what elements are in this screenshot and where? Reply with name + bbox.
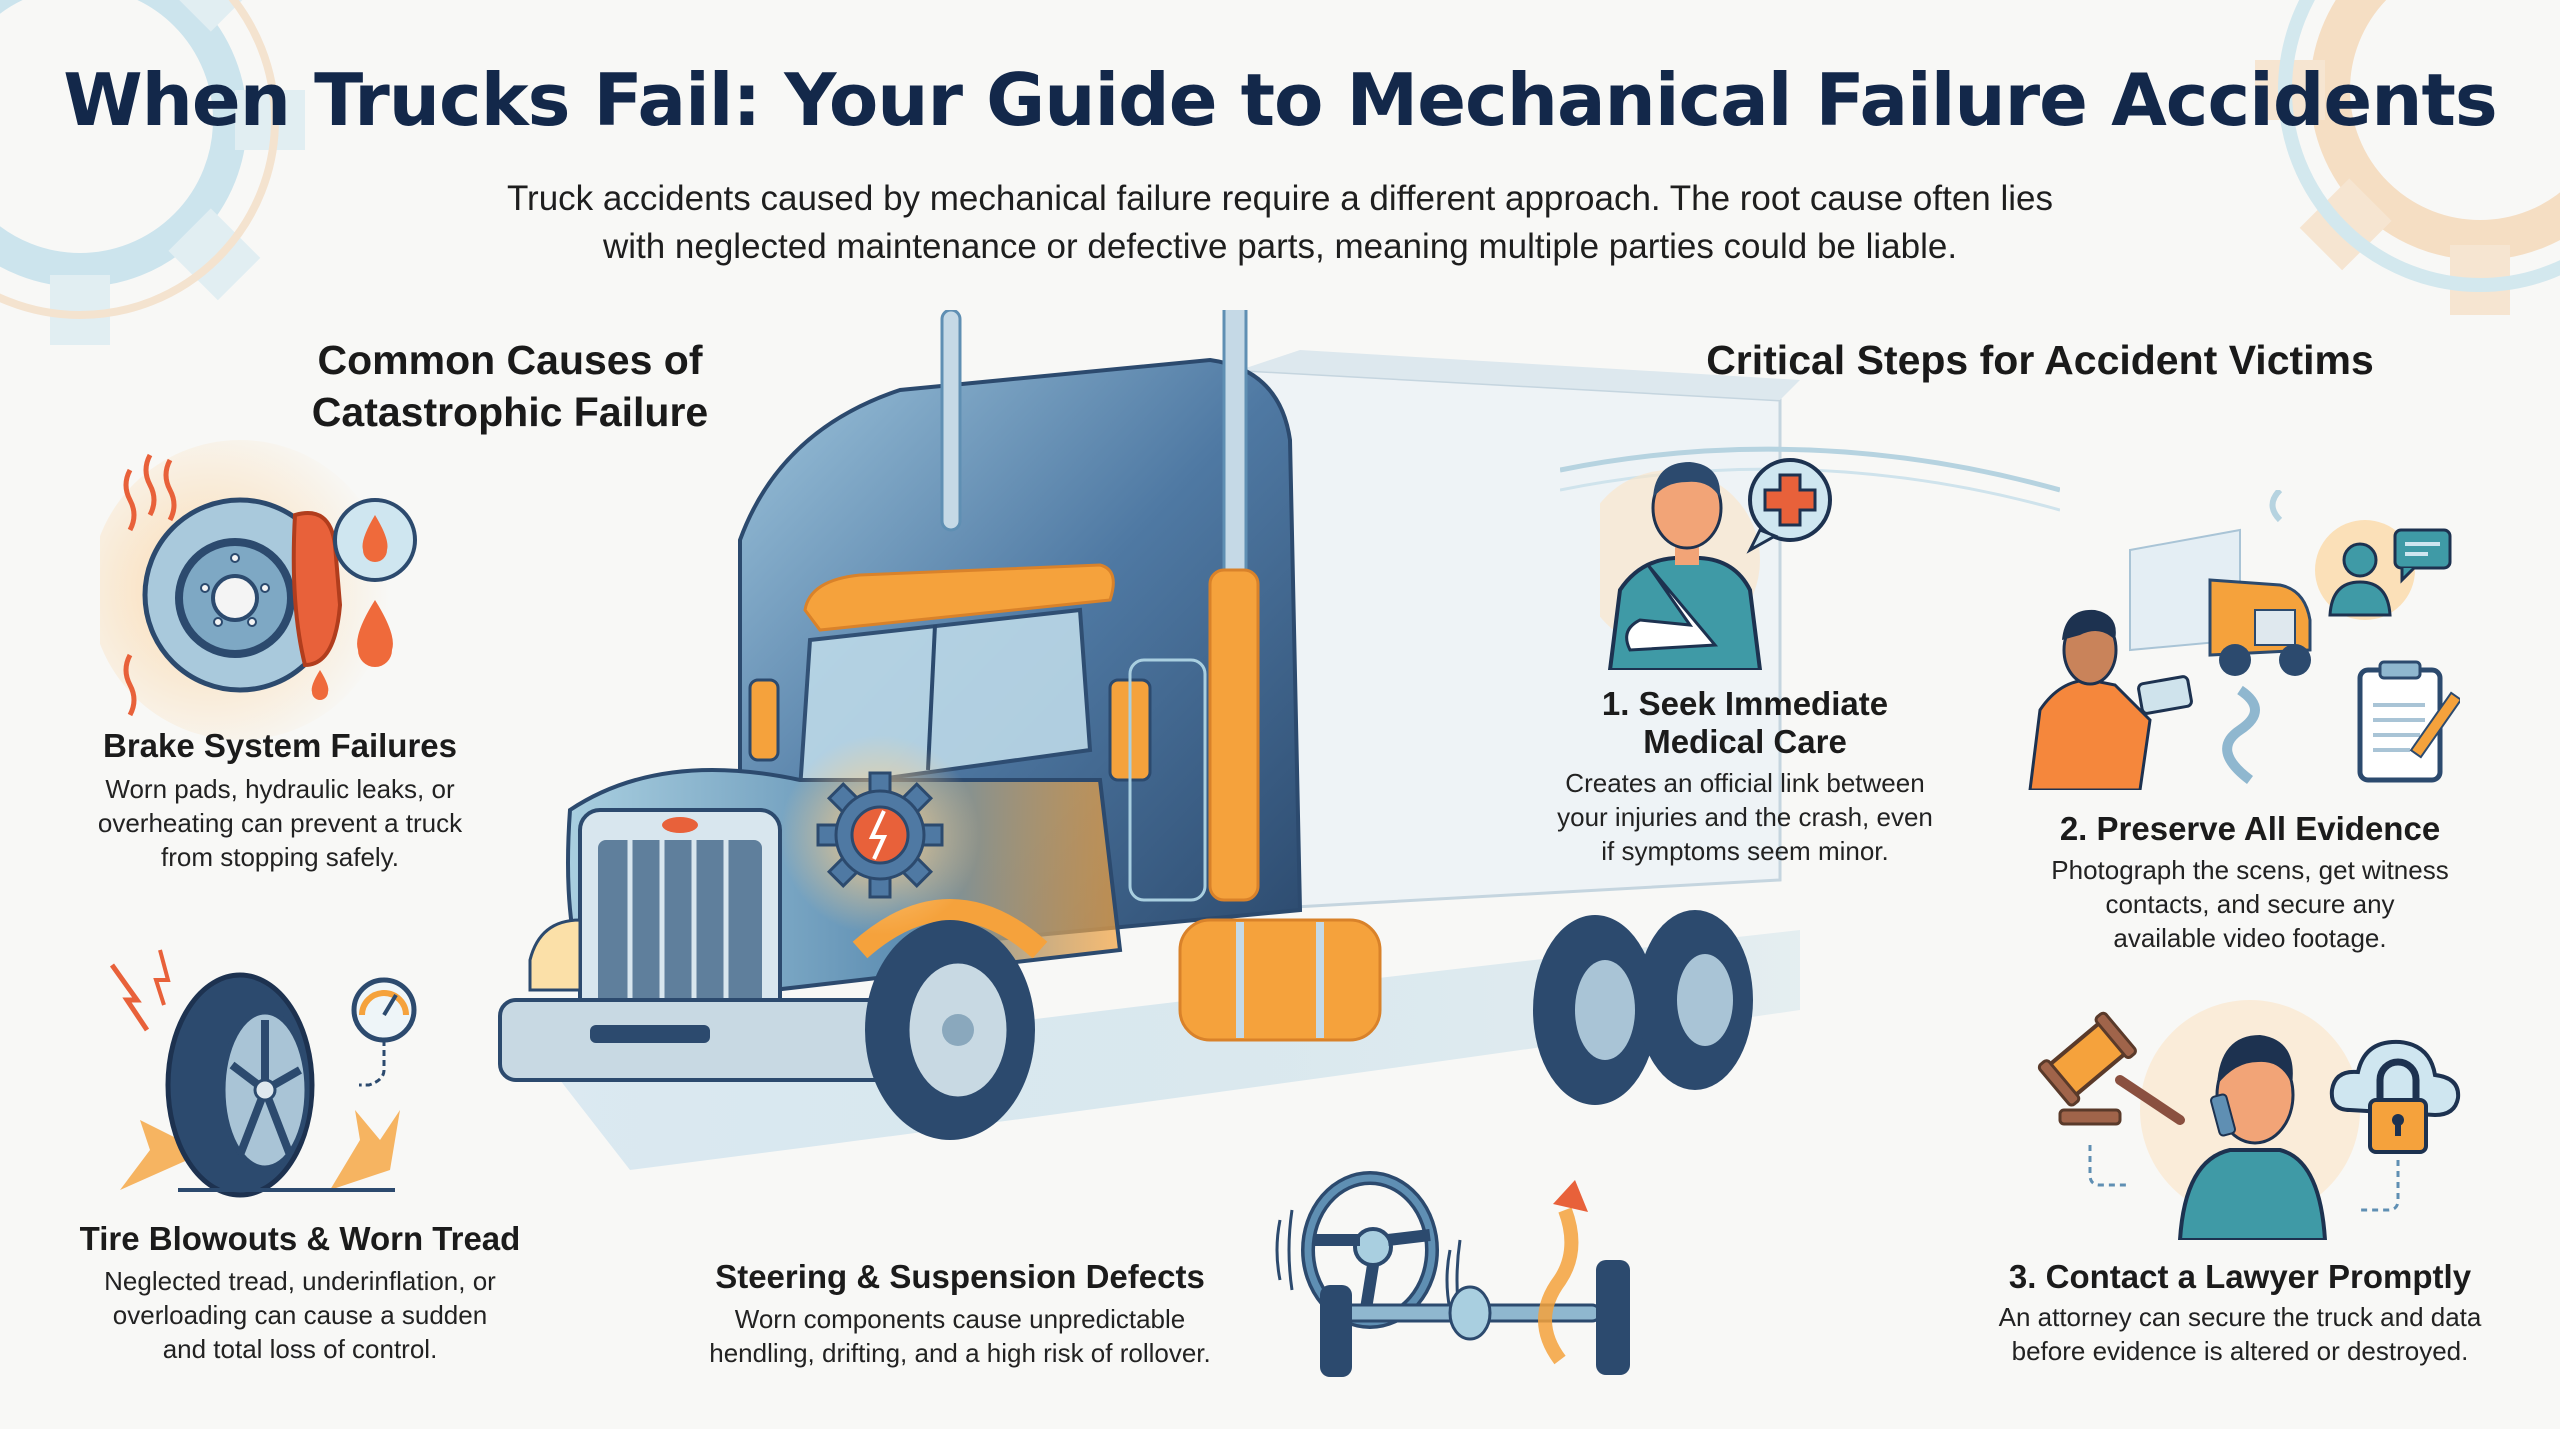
step-title: 1. Seek Immediate Medical Care	[1520, 685, 1970, 761]
tire-blowout-icon	[109, 949, 417, 1198]
subtitle-line-1: Truck accidents caused by mechanical fai…	[506, 179, 2054, 218]
cause-title: Brake System Failures	[102, 727, 458, 764]
cause-description: Worn components cause unpredictable hend…	[660, 1302, 1260, 1370]
desc-line: before evidence is altered or destroyed.	[2011, 1336, 2469, 1366]
desc-line: hendling, drifting, and a high risk of r…	[709, 1338, 1211, 1368]
desc-line: available video footage.	[2113, 923, 2387, 953]
step-description: Creates an official link between your in…	[1510, 766, 1980, 868]
desc-line: contacts, and secure any	[2105, 889, 2395, 919]
causes-heading-line-1: Common Causes of	[317, 337, 703, 383]
background-gear-left-icon	[0, 0, 305, 345]
desc-line: Neglected tread, underinflation, or	[104, 1266, 496, 1296]
desc-line: from stopping safely.	[161, 842, 399, 872]
injured-person-medical-icon	[1600, 458, 1832, 670]
desc-line: overheating can prevent a truck	[97, 808, 463, 838]
causes-heading: Common Causes of Catastrophic Failure	[260, 334, 760, 438]
brake-disc-icon	[100, 440, 417, 740]
semi-truck-illustration	[498, 310, 1800, 1170]
steering-axle-icon	[1275, 1171, 1630, 1377]
cause-description: Neglected tread, underinflation, or over…	[40, 1264, 560, 1366]
causes-heading-line-2: Catastrophic Failure	[311, 389, 709, 435]
subtitle-line-2: with neglected maintenance or defective …	[602, 227, 1958, 266]
desc-line: An attorney can secure the truck and dat…	[1998, 1302, 2482, 1332]
title-line: Medical Care	[1643, 723, 1847, 760]
page-title: When Trucks Fail: Your Guide to Mechanic…	[63, 58, 2498, 142]
desc-line: if symptoms seem minor.	[1601, 836, 1889, 866]
desc-line: Worn pads, hydraulic leaks, or	[105, 774, 455, 804]
step-title: 2. Preserve All Evidence	[2010, 810, 2490, 848]
step-description: An attorney can secure the truck and dat…	[1960, 1300, 2520, 1368]
title-line: 3. Contact a Lawyer Promptly	[2008, 1258, 2472, 1295]
desc-line: your injuries and the crash, even	[1557, 802, 1933, 832]
photograph-evidence-icon	[2028, 490, 2460, 790]
title-line: 2. Preserve All Evidence	[2059, 810, 2441, 847]
lawyer-call-icon	[2037, 1000, 2461, 1240]
title-line: 1. Seek Immediate	[1601, 685, 1889, 722]
cause-description: Worn pads, hydraulic leaks, or overheati…	[60, 772, 500, 874]
desc-line: Photograph the scens, get witness	[2051, 855, 2449, 885]
desc-line: Worn components cause unpredictable	[734, 1304, 1186, 1334]
steps-heading: Critical Steps for Accident Victims	[1706, 337, 2374, 383]
desc-line: Creates an official link between	[1565, 768, 1925, 798]
step-description: Photograph the scens, get witness contac…	[2010, 853, 2490, 955]
page-subtitle: Truck accidents caused by mechanical fai…	[380, 175, 2180, 271]
background-gear-right-icon	[2255, 0, 2560, 315]
cause-title: Steering & Suspension Defects	[715, 1258, 1205, 1295]
desc-line: overloading can cause a sudden	[112, 1300, 488, 1330]
desc-line: and total loss of control.	[162, 1334, 438, 1364]
step-title: 3. Contact a Lawyer Promptly	[1970, 1258, 2510, 1296]
cause-title: Tire Blowouts & Worn Tread	[79, 1220, 521, 1257]
